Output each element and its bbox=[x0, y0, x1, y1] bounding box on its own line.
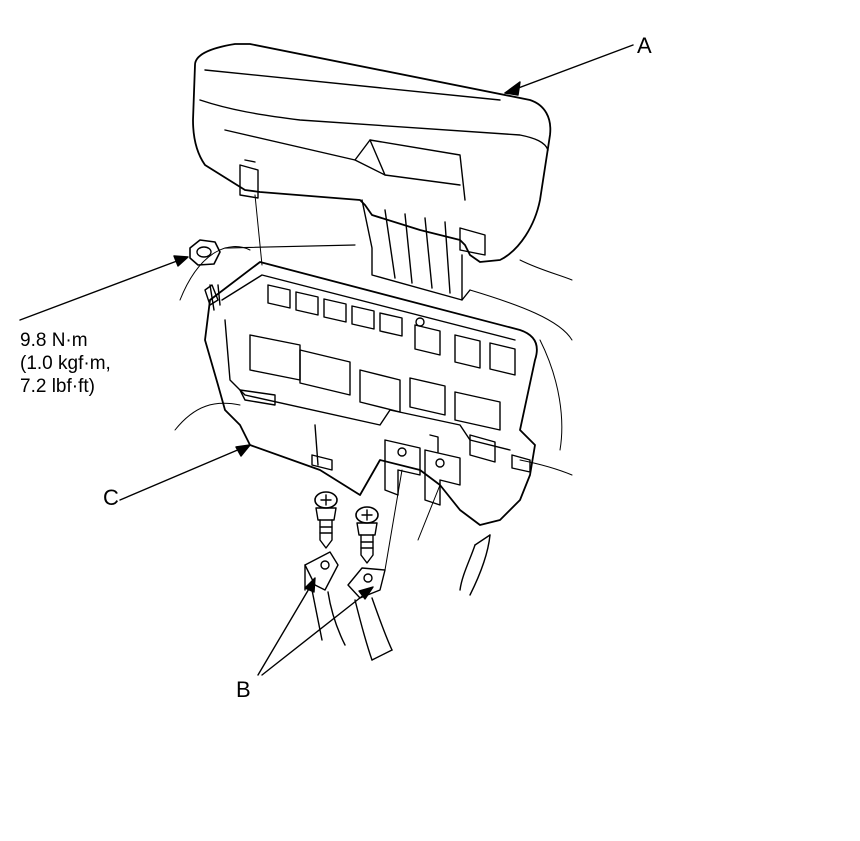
cable-terminal-left bbox=[304, 551, 346, 646]
torque-line-2: (1.0 kgf·m, bbox=[20, 353, 111, 374]
torque-line-1: 9.8 N·m bbox=[20, 330, 88, 351]
torque-line-3: 7.2 lbf·ft) bbox=[20, 376, 95, 397]
leader-lines bbox=[19, 44, 634, 676]
callout-label-b: B bbox=[236, 677, 251, 702]
assembly-guide-lines bbox=[384, 469, 441, 571]
fuse-box-cover bbox=[192, 43, 552, 301]
cable-terminal-right bbox=[347, 567, 393, 661]
terminal-bolt-right bbox=[355, 506, 379, 564]
fuse-box-body bbox=[204, 261, 538, 526]
callout-label-a: A bbox=[637, 33, 652, 58]
terminal-bolt-left bbox=[314, 491, 338, 549]
wire-harness bbox=[459, 534, 491, 596]
callout-label-c: C bbox=[103, 485, 119, 510]
mounting-nut bbox=[189, 239, 356, 311]
torque-specification: 9.8 N·m (1.0 kgf·m, 7.2 lbf·ft) bbox=[20, 329, 111, 398]
